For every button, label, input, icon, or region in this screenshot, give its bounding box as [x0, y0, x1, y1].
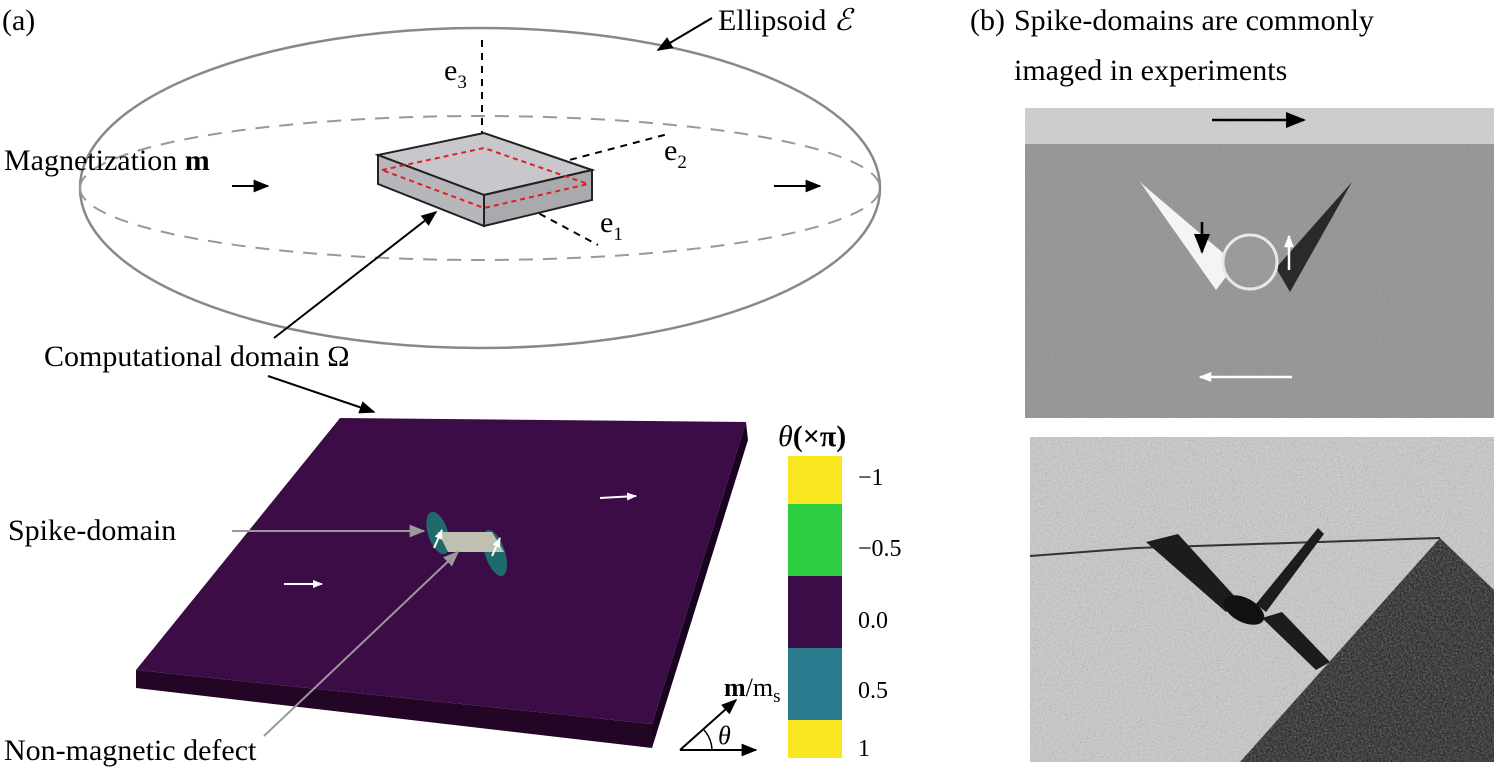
colorbar-title: θ(×π)	[778, 420, 846, 453]
experiment-image-top	[1025, 108, 1494, 418]
panel-a-tag: (a)	[2, 4, 35, 37]
computational-domain-label: Computational domain Ω	[44, 340, 350, 373]
domain-pointer-arrow-down	[267, 375, 376, 414]
axis-e2-label: e2	[664, 134, 687, 173]
colorbar-tick-label: −0.5	[858, 536, 902, 562]
magnetization-label: Magnetization m	[4, 144, 210, 177]
panel-b-title-line1: Spike-domains are commonly	[1014, 4, 1374, 37]
colorbar-segment	[788, 720, 842, 758]
colorbar: −1 −0.5 0.0 0.5 1	[788, 456, 902, 762]
panel-b-tag: (b)	[970, 4, 1005, 37]
ellipsoid-pointer-arrow	[656, 17, 713, 51]
defect-block	[438, 532, 504, 552]
angle-theta-label: θ	[718, 721, 731, 750]
colorbar-tick-label: 1	[858, 736, 870, 762]
colorbar-tick-label: 0.0	[858, 608, 888, 634]
angle-vector-label: m/ms	[724, 673, 781, 707]
computational-box	[374, 131, 596, 228]
film-slab	[136, 418, 748, 748]
axis-e1-label: e1	[600, 206, 623, 245]
domain-pointer-arrow-up	[273, 211, 438, 339]
spike-domain-label: Spike-domain	[8, 514, 176, 547]
colorbar-segment	[788, 648, 842, 720]
colorbar-tick-label: 0.5	[858, 678, 888, 704]
spike-white-arrow-right	[491, 537, 501, 557]
experiment-image-bottom	[1029, 437, 1494, 762]
colorbar-segment	[788, 504, 842, 576]
ellipsoid	[78, 26, 882, 350]
defect-pointer-arrow	[263, 550, 460, 737]
panel-b-title-line2: imaged in experiments	[1014, 54, 1287, 87]
colorbar-tick-label: −1	[858, 465, 884, 491]
colorbar-segment	[788, 456, 842, 504]
angle-legend	[679, 698, 758, 757]
spike-white-arrow-left	[433, 529, 443, 549]
ellipsoid-label: Ellipsoid ℰ	[718, 4, 855, 37]
axis-e3-label: e3	[444, 54, 467, 93]
defect-label: Non-magnetic defect	[4, 734, 257, 767]
colorbar-segment	[788, 576, 842, 648]
film-white-arrow-right	[599, 492, 637, 501]
